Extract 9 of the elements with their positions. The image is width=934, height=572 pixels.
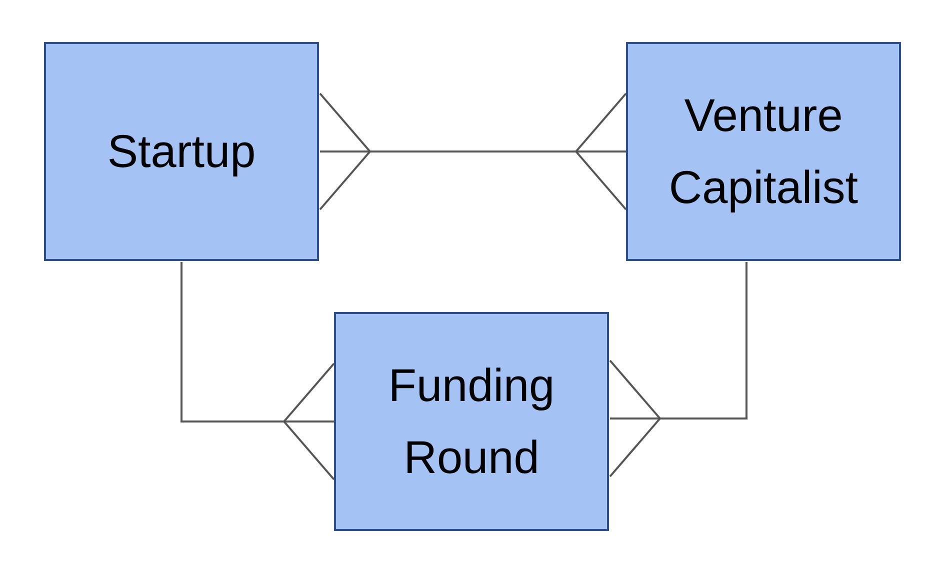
relationship-line	[319, 92, 627, 210]
entity-box	[334, 312, 609, 531]
relationship-line	[609, 262, 748, 478]
entity-name: Startup	[107, 124, 256, 179]
entity-box	[626, 42, 901, 261]
entity-name: Funding Round	[387, 358, 556, 484]
relationship-line	[180, 262, 335, 480]
entity-name: Venture Capitalist	[668, 88, 860, 214]
entity-box	[44, 42, 319, 261]
